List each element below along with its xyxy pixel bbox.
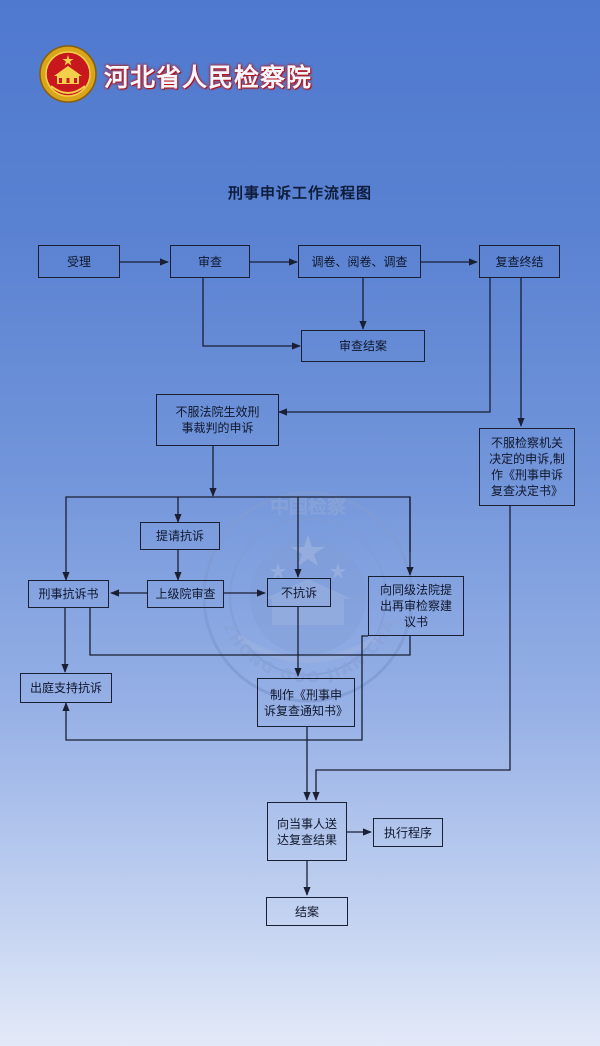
procuratorate-emblem-icon: [38, 44, 98, 104]
node-request-protest: 提请抗诉: [140, 522, 220, 550]
node-accept: 受理: [38, 245, 120, 278]
node-protest-doc: 刑事抗诉书: [28, 580, 109, 608]
org-name: 河北省人民检察院: [104, 63, 313, 92]
node-support: 出庭支持抗诉: [20, 673, 112, 703]
node-deliver: 向当事人送 达复查结果: [267, 802, 347, 861]
node-review: 审查: [170, 245, 250, 278]
node-superior-review: 上级院审查: [147, 580, 224, 608]
node-court-appeal: 不服法院生效刑 事裁判的申诉: [156, 394, 279, 446]
node-no-protest: 不抗诉: [267, 578, 331, 607]
node-closed: 结案: [266, 897, 348, 926]
node-proc-appeal: 不服检察机关 决定的申诉,制 作《刑事申诉 复查决定书》: [479, 428, 575, 506]
node-suggest: 向同级法院提 出再审检察建 议书: [368, 576, 464, 636]
diagram-title: 刑事申诉工作流程图: [227, 184, 372, 202]
node-final: 复查终结: [479, 245, 560, 278]
node-investigate: 调卷、阅卷、调查: [298, 245, 421, 278]
node-notice: 制作《刑事申 诉复查通知书》: [257, 678, 355, 727]
node-execute: 执行程序: [373, 818, 443, 847]
node-close-review: 审查结案: [301, 330, 425, 362]
